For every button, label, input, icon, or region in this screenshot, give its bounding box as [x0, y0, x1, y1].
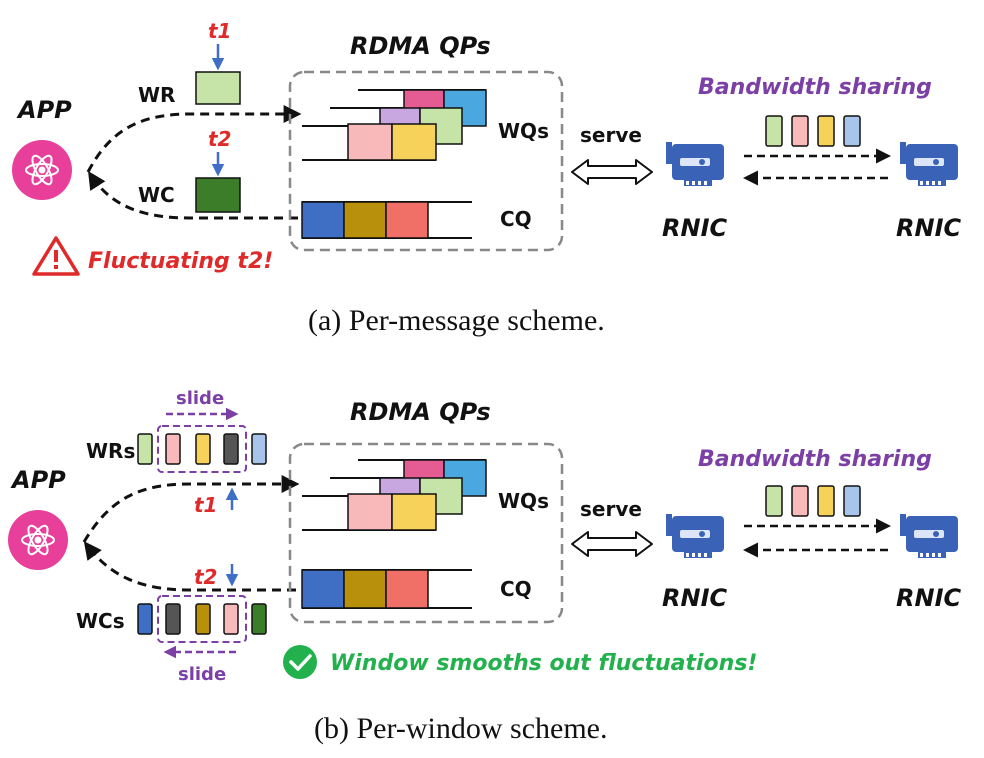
wc-path-a: [88, 170, 298, 220]
app-node-b: APP: [8, 466, 68, 570]
caption-a: (a) Per-message scheme.: [308, 304, 605, 337]
wq-stack-b: WQs: [302, 459, 549, 531]
rnic-right-b: RNIC: [896, 514, 961, 612]
rnic-right-label-a: RNIC: [896, 214, 961, 242]
wr-label-a: WR: [138, 83, 175, 107]
wcs-label-b: WCs: [76, 609, 125, 633]
qps-title-b: RDMA QPs: [350, 398, 491, 426]
success-b: Window smooths out fluctuations!: [283, 645, 757, 679]
bandwidth-a: Bandwidth sharing: [698, 75, 932, 186]
rnic-left-a: RNIC: [662, 142, 727, 242]
t2-label-b: t2: [194, 565, 217, 589]
success-text-b: Window smooths out fluctuations!: [330, 651, 757, 676]
cq-b: CQ: [301, 569, 532, 609]
wqs-label-a: WQs: [498, 119, 549, 143]
check-circle-icon: [283, 645, 317, 679]
warning-a: Fluctuating t2!: [32, 236, 273, 276]
rnic-left-b: RNIC: [662, 514, 727, 612]
wc-window-b: slide: [137, 595, 267, 685]
wr-path-b: [82, 475, 300, 543]
slide-top-b: slide: [176, 388, 224, 409]
wr-window-b: slide: [137, 388, 267, 473]
wr-box-a: [195, 71, 241, 105]
serve-b: serve: [571, 497, 653, 557]
slide-bottom-b: slide: [178, 664, 226, 685]
rnic-left-label-a: RNIC: [662, 214, 727, 242]
cq-a: CQ: [301, 201, 532, 239]
double-arrow-b: [571, 531, 653, 557]
double-arrow-a: [571, 159, 653, 185]
network-card-icon: [666, 514, 724, 558]
t1-label-a: t1: [208, 19, 231, 43]
rnic-right-label-b: RNIC: [896, 584, 961, 612]
cq-label-b: CQ: [500, 577, 532, 601]
qps-title-a: RDMA QPs: [350, 32, 491, 60]
caption-b: (b) Per-window scheme.: [314, 712, 607, 745]
qps-box-a: RDMA QPs: [288, 32, 564, 252]
serve-label-b: serve: [580, 497, 642, 521]
network-card-icon: [900, 514, 958, 558]
warning-text-a: Fluctuating t2!: [88, 249, 273, 274]
rnic-right-a: RNIC: [896, 142, 961, 242]
serve-label-a: serve: [580, 123, 642, 147]
qps-box-b: RDMA QPs: [288, 398, 564, 624]
wr-path-a: [86, 105, 302, 173]
t2-label-a: t2: [208, 127, 231, 151]
app-node-a: APP: [12, 96, 72, 200]
bandwidth-b: Bandwidth sharing: [698, 447, 932, 558]
network-card-icon: [666, 142, 724, 186]
wc-box-a: [195, 177, 241, 213]
panel-a: APP WR t1 WC t2 Fluctuating t2! RDMA QPs: [12, 19, 961, 337]
wqs-label-b: WQs: [498, 489, 549, 513]
wrs-label-b: WRs: [86, 439, 135, 463]
wq-stack-a: WQs: [302, 89, 549, 161]
cq-label-a: CQ: [500, 207, 532, 231]
t1-label-b: t1: [194, 493, 217, 517]
rnic-left-label-b: RNIC: [662, 584, 727, 612]
warning-triangle-icon: [32, 236, 80, 276]
network-card-icon: [900, 142, 958, 186]
bandwidth-label-a: Bandwidth sharing: [698, 75, 932, 100]
atom-icon: [25, 154, 59, 186]
wc-label-a: WC: [138, 183, 175, 207]
atom-icon: [21, 524, 55, 556]
wc-path-b: [83, 541, 296, 592]
serve-a: serve: [571, 123, 653, 185]
panel-b: APP WRs slide t1 t2 WCs slide: [8, 388, 961, 745]
app-label-b: APP: [10, 466, 66, 494]
app-label-a: APP: [16, 96, 72, 124]
bandwidth-label-b: Bandwidth sharing: [698, 447, 932, 472]
